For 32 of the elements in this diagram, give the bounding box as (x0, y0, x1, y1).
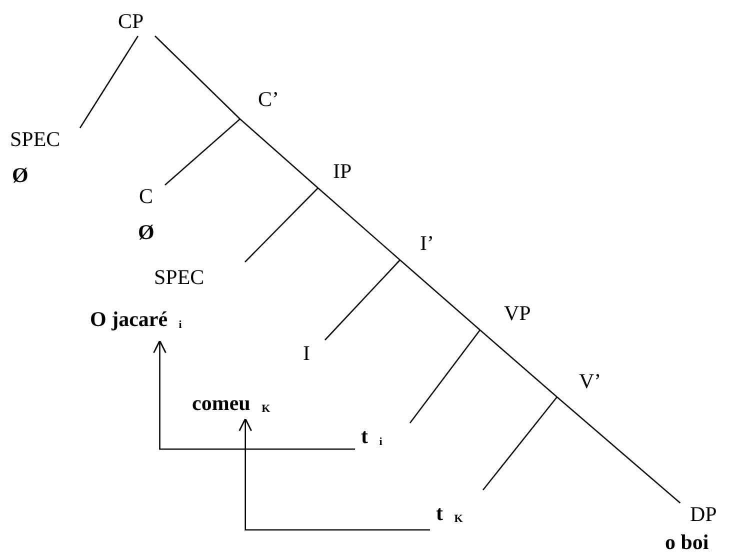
tree-branch (480, 330, 558, 398)
tree-branch (482, 396, 558, 490)
trace-label: t $_{i}$ (361, 425, 382, 448)
tree-branch (556, 396, 681, 504)
category-label: SPEC (10, 128, 60, 152)
category-label: IP (333, 160, 352, 184)
category-label: VP (504, 302, 531, 326)
category-label: CP (118, 10, 144, 34)
movement-arrow (153, 340, 355, 450)
category-label: DP (690, 503, 717, 526)
tree-branch (240, 118, 318, 188)
category-label: C (139, 185, 154, 208)
word-label: Ø (12, 164, 28, 188)
tree-branch (409, 330, 481, 424)
word-label: o boi (665, 531, 709, 554)
tree-branch (164, 118, 240, 186)
tree-branch (324, 260, 400, 340)
movement-arrow (238, 418, 430, 531)
word-label: comeu $_{K}$ (192, 392, 270, 416)
tree-branch (154, 36, 240, 120)
tree-branch (400, 260, 480, 330)
category-label: SPEC (154, 266, 204, 290)
tree-branch (244, 188, 318, 262)
word-label: Ø (138, 221, 154, 244)
category-label: I (303, 342, 310, 366)
category-label: V’ (579, 370, 602, 394)
category-label: C’ (258, 88, 279, 112)
tree-branch (318, 188, 400, 260)
trace-label: t $_{K}$ (436, 502, 463, 526)
tree-branch (79, 36, 139, 128)
word-label: O jacaré $_{i}$ (90, 308, 182, 332)
category-label: I’ (420, 232, 434, 256)
